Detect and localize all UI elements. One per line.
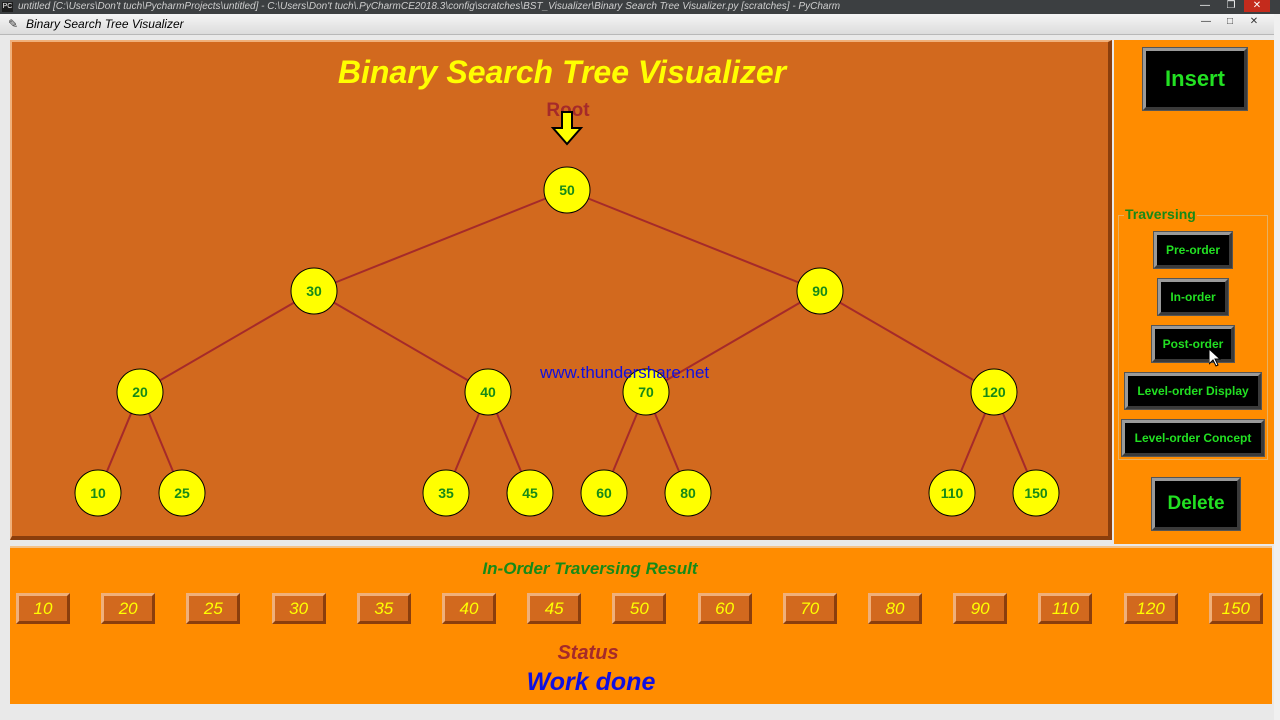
window-title: Binary Search Tree Visualizer (26, 17, 184, 31)
tree-node-value: 50 (559, 182, 575, 198)
tree-node: 70 (622, 368, 670, 416)
tree-edge (566, 189, 821, 292)
window-title-bar: ✎ Binary Search Tree Visualizer — □ ✕ (0, 14, 1274, 35)
status-label: Status (557, 642, 619, 664)
window-minimize-button[interactable]: — (1201, 16, 1211, 27)
watermark-text: www.thundershare.net (540, 363, 710, 382)
tree-edge (645, 290, 821, 393)
tree-node-value: 10 (90, 485, 106, 501)
tree-node-value: 60 (596, 485, 612, 501)
pycharm-icon: PC (2, 2, 13, 12)
tree-node-circle (116, 368, 164, 416)
result-panel: In-Order Traversing Result 10 20 25 30 35 40 4… (10, 546, 1272, 704)
tree-node-circle (158, 469, 206, 517)
tree-node-circle (622, 368, 670, 416)
ide-title-bar: PC untitled [C:\Users\Don't tuch\Pycharm… (0, 0, 1280, 14)
tree-node-value: 80 (680, 485, 696, 501)
tree-node-value: 20 (132, 384, 148, 400)
result-value-box: 30 (271, 593, 326, 624)
in-order-button[interactable]: In-order (1158, 279, 1228, 315)
tree-node-value: 110 (941, 485, 964, 501)
result-value-box: 80 (868, 593, 922, 624)
result-value-box: 10 (16, 593, 70, 624)
ide-right-strip (1274, 14, 1280, 720)
tree-node-circle (464, 368, 512, 416)
tree-node-circle (74, 469, 122, 517)
result-value-box: 110 (1038, 593, 1093, 624)
tree-node-circle (796, 267, 844, 315)
tree-node: 30 (290, 267, 338, 315)
result-value-box: 35 (356, 593, 411, 624)
tree-node: 25 (158, 469, 206, 517)
tree-node: 40 (464, 368, 512, 416)
tree-node: 150 (1012, 469, 1060, 517)
result-value-box: 45 (527, 593, 582, 624)
tree-node-value: 150 (1024, 485, 1048, 501)
control-panel: Insert Traversing Pre-order In-order Pos… (1114, 40, 1274, 544)
tree-node: 120 (970, 368, 1018, 416)
result-value-box: 90 (953, 593, 1008, 624)
result-value-box: 120 (1123, 593, 1178, 624)
insert-button[interactable]: Insert (1143, 48, 1247, 110)
result-value-box: 70 (782, 593, 837, 624)
tree-node: 10 (74, 469, 122, 517)
tree-node: 50 (543, 166, 591, 214)
tree-node-circle (1012, 469, 1060, 517)
result-title: In-Order Traversing Result (482, 559, 698, 578)
tree-node-circle (664, 469, 712, 517)
tree-drawing: 10 25 20 35 45 40 30 60 80 70 110 150 120 90 50 (74, 111, 1060, 517)
tree-node-circle (506, 469, 554, 517)
tree-node-value: 70 (638, 384, 654, 400)
tree-node-circle (970, 368, 1018, 416)
result-value-box: 150 (1208, 593, 1263, 624)
tree-node: 35 (422, 469, 470, 517)
result-value-box: 60 (697, 593, 752, 624)
tree-node-circle (580, 469, 628, 517)
tree-node-circle (543, 166, 591, 214)
pre-order-button[interactable]: Pre-order (1154, 232, 1232, 268)
result-value-box: 40 (442, 593, 496, 624)
root-label: Root (546, 100, 590, 121)
mouse-cursor-icon (1209, 349, 1221, 367)
window-close-button[interactable]: ✕ (1249, 16, 1259, 27)
feather-icon: ✎ (8, 17, 19, 31)
tree-node: 45 (506, 469, 554, 517)
tree-node-value: 40 (480, 384, 496, 400)
tree-node-value: 45 (522, 485, 538, 501)
tree-canvas: Binary Search Tree Visualizer Root 10 25 2… (10, 40, 1112, 540)
tree-node-value: 90 (812, 283, 828, 299)
tree-edge (313, 290, 489, 393)
result-value-box: 25 (186, 593, 241, 624)
delete-button[interactable]: Delete (1152, 478, 1240, 530)
tree-edge (819, 290, 995, 393)
tree-node-circle (422, 469, 470, 517)
tree-node: 60 (580, 469, 628, 517)
tree-edge (313, 189, 568, 292)
tree-node: 20 (116, 368, 164, 416)
tree-node-circle (290, 267, 338, 315)
app-heading: Binary Search Tree Visualizer (337, 54, 787, 90)
status-value: Work done (526, 668, 656, 696)
tree-node-value: 25 (174, 485, 190, 501)
window-maximize-button[interactable]: □ (1226, 16, 1234, 27)
tree-node-circle (928, 469, 976, 517)
level-order-concept-button[interactable]: Level-order Concept (1122, 420, 1264, 456)
tree-node: 80 (664, 469, 712, 517)
ide-maximize-icon[interactable]: ❐ (1226, 0, 1236, 11)
ide-close-icon[interactable]: ✕ (1244, 0, 1270, 12)
ide-minimize-icon[interactable]: — (1200, 0, 1210, 11)
tree-edge (139, 290, 315, 393)
traversing-label: Traversing (1124, 206, 1197, 222)
post-order-button[interactable]: Post-order (1152, 326, 1234, 362)
tree-node-value: 35 (438, 485, 454, 501)
level-order-display-button[interactable]: Level-order Display (1125, 373, 1261, 409)
ide-title-text: untitled [C:\Users\Don't tuch\PycharmPro… (18, 1, 841, 12)
result-value-box: 50 (612, 593, 667, 624)
tree-node: 110 (928, 469, 976, 517)
tree-node: 90 (796, 267, 844, 315)
root-arrow-icon (550, 111, 584, 146)
result-value-box: 20 (101, 593, 156, 624)
tree-node-value: 30 (306, 283, 322, 299)
tree-node-value: 120 (982, 384, 1006, 400)
